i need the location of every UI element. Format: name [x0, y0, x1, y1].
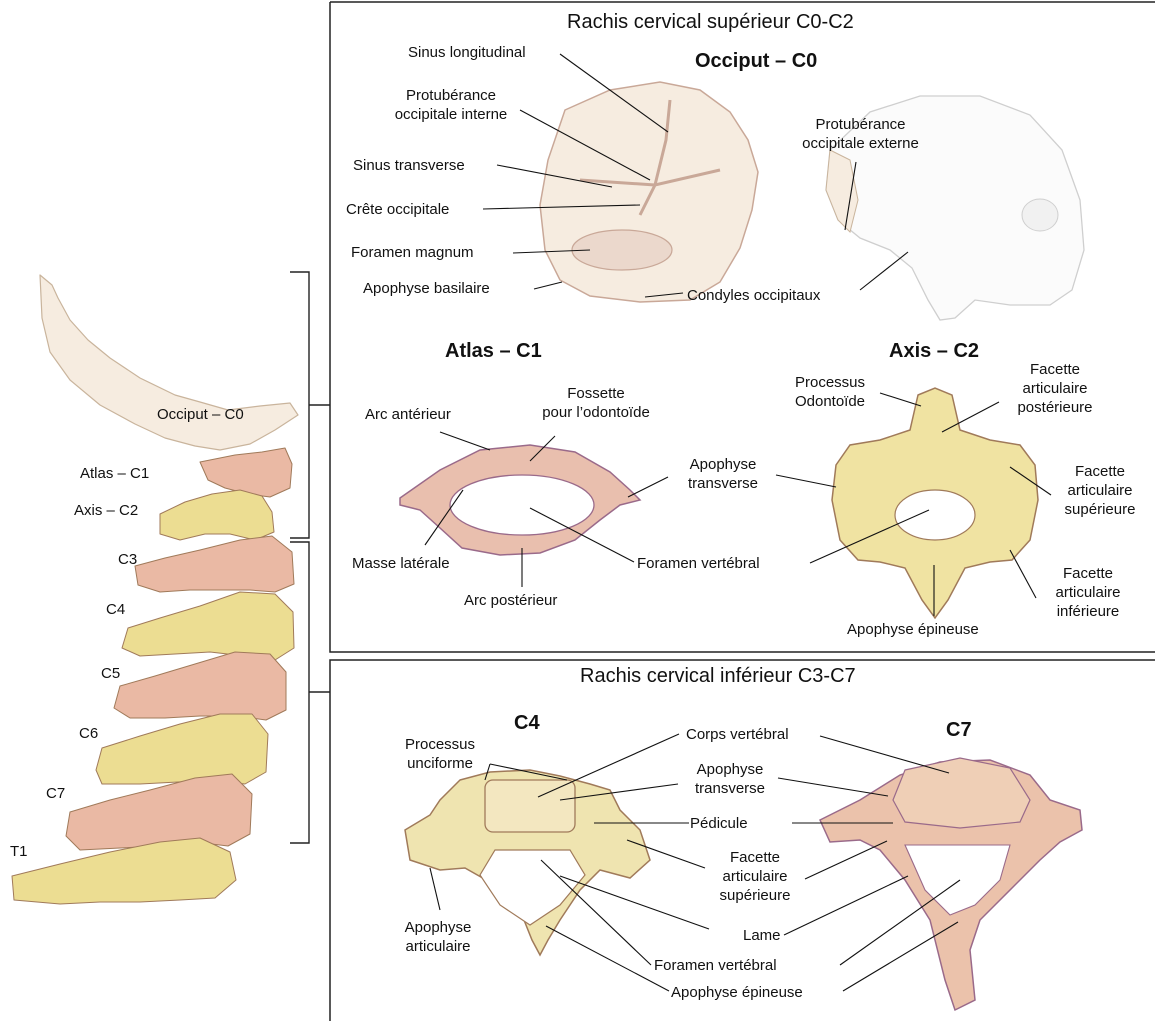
label-axis-apophyse-epineuse: Apophyse épineuse [847, 620, 979, 639]
label-processus-unciforme-line1: Processus [390, 735, 490, 754]
label-atlas-foramen-vertebral: Foramen vertébral [637, 554, 760, 573]
label-corps-vertebral: Corps vertébral [686, 725, 789, 744]
label-lower-facette-line1: Facette [700, 848, 810, 867]
spine-c4 [122, 592, 294, 660]
spine-c7 [66, 774, 252, 850]
label-facette-superieure-line3: supérieure [1050, 500, 1150, 519]
label-facette-posterieure-line2: articulaire [1000, 379, 1110, 398]
label-atlas-apophyse-transverse-line2: transverse [672, 474, 774, 493]
label-protuberance-interne-line1: Protubérance [380, 86, 522, 105]
label-facette-posterieure: Facette articulaire postérieure [1000, 360, 1110, 417]
label-processus-unciforme: Processus unciforme [390, 735, 490, 773]
lower-bracket [290, 542, 330, 843]
occiput-heading: Occiput – C0 [695, 50, 817, 73]
label-lower-facette-superieure: Facette articulaire supérieure [700, 848, 810, 905]
label-lower-foramen-vertebral: Foramen vertébral [654, 956, 777, 975]
label-condyles-occipitaux: Condyles occipitaux [687, 286, 820, 305]
spine-c3 [135, 536, 294, 592]
lower-panel-title: Rachis cervical inférieur C3-C7 [580, 665, 856, 688]
label-sinus-transverse: Sinus transverse [353, 156, 465, 175]
label-processus-line2: Odontoïde [780, 392, 880, 411]
axis-foramen [895, 490, 975, 540]
label-sinus-longitudinal: Sinus longitudinal [408, 43, 526, 62]
label-apophyse-articulaire-line1: Apophyse [388, 918, 488, 937]
axis-illustration [832, 388, 1038, 618]
label-lower-apophyse-transverse-line1: Apophyse [680, 760, 780, 779]
label-crete-occipitale: Crête occipitale [346, 200, 449, 219]
label-fossette-odontoide: Fossette pour l’odontoïde [523, 384, 669, 422]
label-apophyse-articulaire-line2: articulaire [388, 937, 488, 956]
c7-illustration [820, 758, 1082, 1010]
spine-label-occiput: Occiput – C0 [157, 405, 244, 424]
spine-illustration [12, 275, 298, 904]
label-lower-apophyse-transverse-line2: transverse [680, 779, 780, 798]
label-lower-facette-line2: articulaire [700, 867, 810, 886]
label-protuberance-externe-line1: Protubérance [788, 115, 933, 134]
label-protuberance-externe: Protubérance occipitale externe [788, 115, 933, 153]
spine-label-axis: Axis – C2 [74, 501, 138, 520]
upper-panel-title: Rachis cervical supérieur C0-C2 [567, 11, 854, 34]
label-processus-odontoide: Processus Odontoïde [780, 373, 880, 411]
label-facette-superieure: Facette articulaire supérieure [1050, 462, 1150, 519]
label-facette-inferieure-line3: inférieure [1038, 602, 1138, 621]
atlas-illustration [400, 445, 640, 555]
label-atlas-apophyse-transverse-line1: Apophyse [672, 455, 774, 474]
skull-orbit [1022, 199, 1058, 231]
label-foramen-magnum: Foramen magnum [351, 243, 474, 262]
c7-heading: C7 [946, 719, 972, 742]
label-apophyse-articulaire: Apophyse articulaire [388, 918, 488, 956]
label-arc-anterieur: Arc antérieur [365, 405, 451, 424]
label-protuberance-interne: Protubérance occipitale interne [380, 86, 522, 124]
spine-label-c7: C7 [46, 784, 65, 803]
atlas-foramen [450, 475, 594, 535]
label-atlas-apophyse-transverse: Apophyse transverse [672, 455, 774, 493]
occiput-bone [540, 82, 758, 302]
label-facette-inferieure-line2: articulaire [1038, 583, 1138, 602]
label-facette-superieure-line1: Facette [1050, 462, 1150, 481]
label-masse-laterale: Masse latérale [352, 554, 450, 573]
spine-label-c5: C5 [101, 664, 120, 683]
c4-body [485, 780, 575, 832]
upper-bracket [290, 272, 330, 538]
spine-atlas [200, 448, 292, 497]
occiput-illustration [540, 82, 758, 302]
atlas-heading: Atlas – C1 [445, 340, 542, 363]
spine-c6 [96, 714, 268, 784]
label-pedicule: Pédicule [690, 814, 748, 833]
axis-heading: Axis – C2 [889, 340, 979, 363]
label-arc-posterieur: Arc postérieur [464, 591, 557, 610]
spine-label-atlas: Atlas – C1 [80, 464, 149, 483]
label-protuberance-externe-line2: occipitale externe [788, 134, 933, 153]
label-fossette-line2: pour l’odontoïde [523, 403, 669, 422]
spine-axis [160, 490, 274, 540]
label-facette-superieure-line2: articulaire [1050, 481, 1150, 500]
label-lower-apophyse-epineuse: Apophyse épineuse [671, 983, 803, 1002]
spine-label-c6: C6 [79, 724, 98, 743]
c4-heading: C4 [514, 712, 540, 735]
label-apophyse-basilaire: Apophyse basilaire [363, 279, 490, 298]
label-protuberance-interne-line2: occipitale interne [380, 105, 522, 124]
label-lame: Lame [743, 926, 781, 945]
label-facette-posterieure-line3: postérieure [1000, 398, 1110, 417]
label-facette-posterieure-line1: Facette [1000, 360, 1110, 379]
label-lower-facette-line3: supérieure [700, 886, 810, 905]
label-processus-line1: Processus [780, 373, 880, 392]
spine-label-t1: T1 [10, 842, 28, 861]
label-facette-inferieure: Facette articulaire inférieure [1038, 564, 1138, 621]
spine-c5 [114, 652, 286, 720]
label-lower-apophyse-transverse: Apophyse transverse [680, 760, 780, 798]
spine-label-c4: C4 [106, 600, 125, 619]
spine-label-c3: C3 [118, 550, 137, 569]
label-fossette-line1: Fossette [523, 384, 669, 403]
c7-body [893, 758, 1030, 828]
label-processus-unciforme-line2: unciforme [390, 754, 490, 773]
label-facette-inferieure-line1: Facette [1038, 564, 1138, 583]
